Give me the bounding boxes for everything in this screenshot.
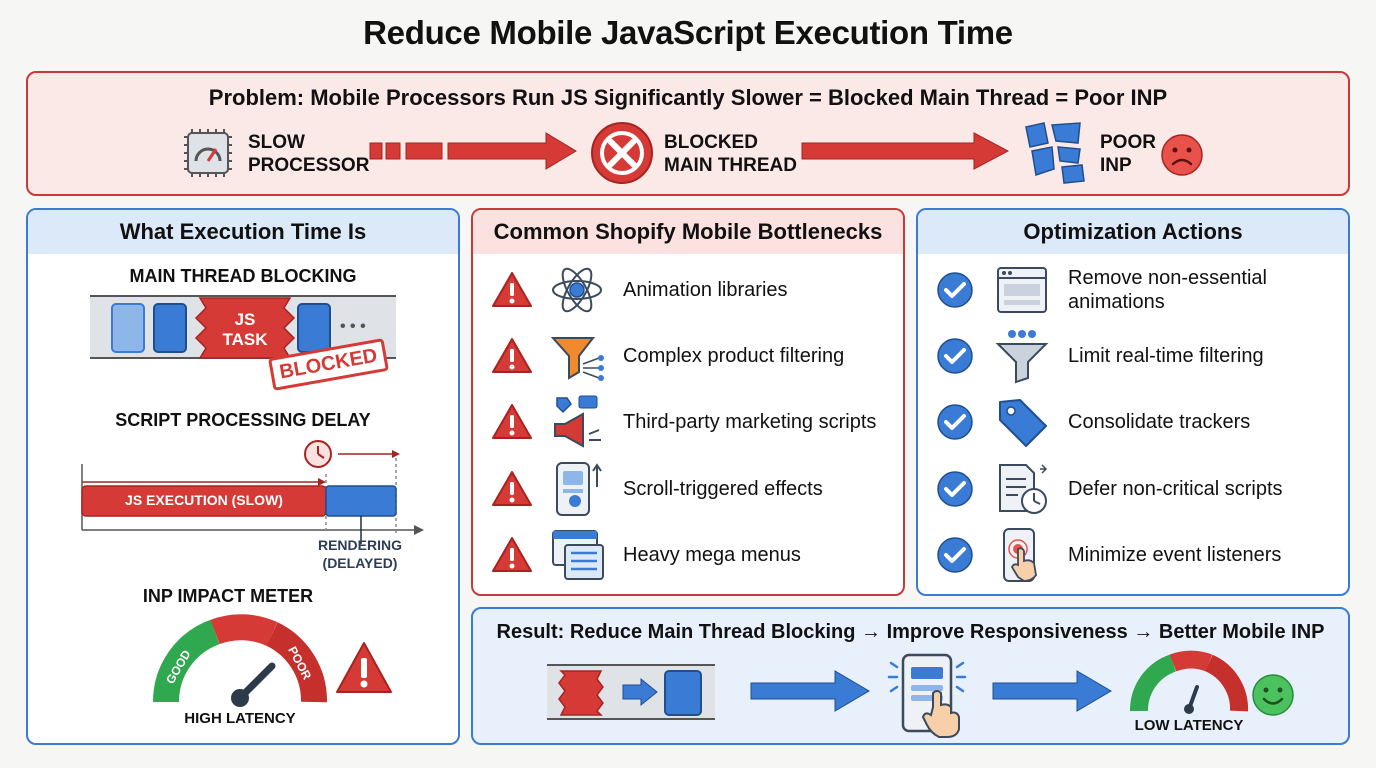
- blocking-label: MAIN THREAD BLOCKING: [129, 266, 357, 286]
- broken-screen-icon: [1025, 122, 1085, 184]
- sad-face-icon: [1161, 134, 1203, 176]
- high-latency-label: HIGH LATENCY: [184, 710, 296, 727]
- inp-gauge-icon: [152, 614, 327, 707]
- action-row: Defer non-critical scripts: [918, 459, 1338, 519]
- result-arrow-1-icon: [750, 670, 870, 712]
- actions-panel: Optimization Actions: [916, 208, 1350, 596]
- action-label: Limit real-time filtering: [1068, 345, 1264, 367]
- action-row: Limit real-time filtering: [918, 326, 1338, 386]
- bottleneck-row: Complex product filtering: [473, 326, 893, 386]
- action-label: Consolidate trackers: [1068, 411, 1251, 433]
- arrow-1-icon: [369, 132, 577, 170]
- action-label: Minimize event listeners: [1068, 544, 1282, 566]
- bottleneck-row: Scroll-triggered effects: [473, 459, 893, 519]
- happy-face-icon: [1252, 674, 1294, 716]
- action-row: Minimize event listeners: [918, 525, 1338, 585]
- rendering-label: RENDERING(DELAYED): [317, 537, 402, 571]
- responsive-phone-icon: [887, 653, 967, 738]
- bottlenecks-title: Common Shopify Mobile Bottlenecks: [473, 210, 903, 254]
- bottleneck-label: Third-party marketing scripts: [623, 411, 877, 433]
- bottleneck-row: Animation libraries: [473, 260, 893, 320]
- bottleneck-row: Heavy mega menus: [473, 525, 893, 585]
- page-title: Reduce Mobile JavaScript Execution Time: [363, 14, 1013, 51]
- result-arrow-2-icon: [992, 670, 1112, 712]
- action-label: Defer non-critical scripts: [1068, 478, 1283, 500]
- bottleneck-label: Complex product filtering: [623, 345, 845, 367]
- bottleneck-label: Animation libraries: [623, 279, 788, 301]
- bottleneck-label: Heavy mega menus: [623, 544, 801, 566]
- result-headline: Result: Reduce Main Thread Blocking → Im…: [496, 621, 1325, 643]
- execution-panel: What Execution Time Is MAIN THREAD BLOCK…: [26, 208, 460, 745]
- action-row: Consolidate trackers: [918, 392, 1338, 452]
- bottleneck-row: Third-party marketing scripts: [473, 392, 893, 452]
- ellipsis: • • •: [340, 318, 366, 335]
- cpu-gauge-icon: [184, 129, 232, 177]
- problem-panel: Problem: Mobile Processors Run JS Signif…: [26, 71, 1350, 196]
- meter-label: INP IMPACT METER: [142, 586, 314, 606]
- js-execution-label: JS EXECUTION (SLOW): [125, 492, 283, 508]
- processing-timeline: [81, 440, 424, 544]
- blocked-x-icon: [591, 122, 653, 184]
- execution-title: What Execution Time Is: [28, 210, 458, 254]
- unblocked-thread-icon: [547, 664, 715, 720]
- actions-title: Optimization Actions: [918, 210, 1348, 254]
- problem-headline: Problem: Mobile Processors Run JS Signif…: [208, 85, 1168, 110]
- result-panel: Result: Reduce Main Thread Blocking → Im…: [471, 607, 1350, 745]
- warning-icon: [336, 642, 392, 693]
- low-latency-gauge-icon: [1129, 650, 1249, 714]
- low-latency-label: LOW LATENCY: [1134, 717, 1244, 734]
- delay-label: SCRIPT PROCESSING DELAY: [115, 410, 371, 430]
- bottleneck-label: Scroll-triggered effects: [623, 478, 823, 500]
- arrow-2-icon: [801, 132, 1010, 170]
- bottlenecks-panel: Common Shopify Mobile Bottlenecks: [471, 208, 905, 596]
